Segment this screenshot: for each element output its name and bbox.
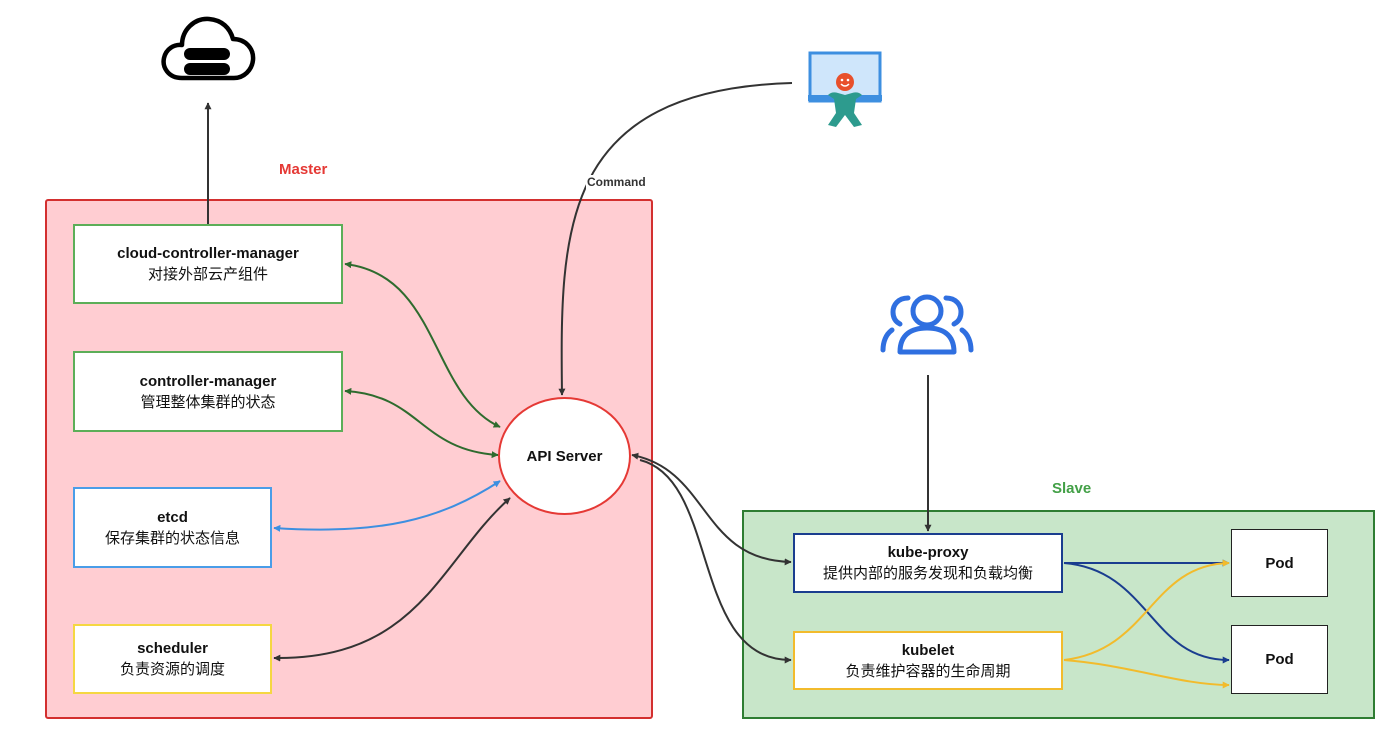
arrow-api-ccm bbox=[344, 261, 501, 428]
users-group-icon bbox=[880, 294, 974, 355]
kubelet-box: kubelet 负责维护容器的生命周期 bbox=[793, 631, 1063, 690]
component-desc: 管理整体集群的状态 bbox=[140, 393, 276, 411]
component-title: etcd bbox=[157, 508, 188, 526]
pod-label: Pod bbox=[1265, 554, 1294, 572]
component-desc: 对接外部云产组件 bbox=[147, 266, 268, 283]
command-label: Command bbox=[586, 175, 647, 189]
cloud-controller-manager-box: cloud-controller-manager 对接外部云产组件 bbox=[73, 224, 343, 304]
controller-manager-box: controller-manager 管理整体集群的状态 bbox=[73, 351, 343, 432]
arrow-api-kube-proxy bbox=[631, 452, 792, 566]
pod-box: Pod bbox=[1231, 529, 1328, 597]
scheduler-box: scheduler 负责资源的调度 bbox=[73, 624, 272, 694]
master-label: Master bbox=[279, 161, 328, 178]
api-server-label: API Server bbox=[526, 447, 603, 465]
component-desc: 负责资源的调度 bbox=[119, 661, 225, 678]
api-server-node: API Server bbox=[498, 397, 631, 515]
slave-label: Slave bbox=[1052, 480, 1092, 497]
pod-box: Pod bbox=[1231, 625, 1328, 694]
arrow-api-etcd bbox=[273, 480, 501, 532]
arrow-command-to-api bbox=[558, 82, 793, 396]
component-title: controller-manager bbox=[139, 372, 277, 390]
cloud-server-icon bbox=[161, 16, 256, 81]
arrow-api-scheduler bbox=[273, 497, 511, 662]
component-title: scheduler bbox=[137, 640, 208, 657]
component-title: cloud-controller-manager bbox=[117, 245, 299, 262]
kube-proxy-box: kube-proxy 提供内部的服务发现和负载均衡 bbox=[793, 533, 1063, 593]
arrow-api-cm bbox=[344, 387, 499, 459]
arrow-api-kubelet bbox=[639, 459, 792, 664]
component-desc: 保存集群的状态信息 bbox=[104, 529, 240, 547]
component-desc: 提供内部的服务发现和负载均衡 bbox=[822, 565, 1033, 582]
arrow-kubelet-pod2 bbox=[1063, 659, 1230, 689]
component-title: kube-proxy bbox=[887, 544, 969, 561]
arrow-kube-proxy-pod2 bbox=[1063, 562, 1230, 664]
etcd-box: etcd 保存集群的状态信息 bbox=[73, 487, 272, 568]
pod-label: Pod bbox=[1265, 651, 1294, 668]
component-title: kubelet bbox=[901, 641, 955, 659]
admin-monitor-icon bbox=[808, 51, 882, 127]
component-desc: 负责维护容器的生命周期 bbox=[845, 662, 1011, 680]
arrow-kubelet-pod1 bbox=[1063, 559, 1230, 661]
